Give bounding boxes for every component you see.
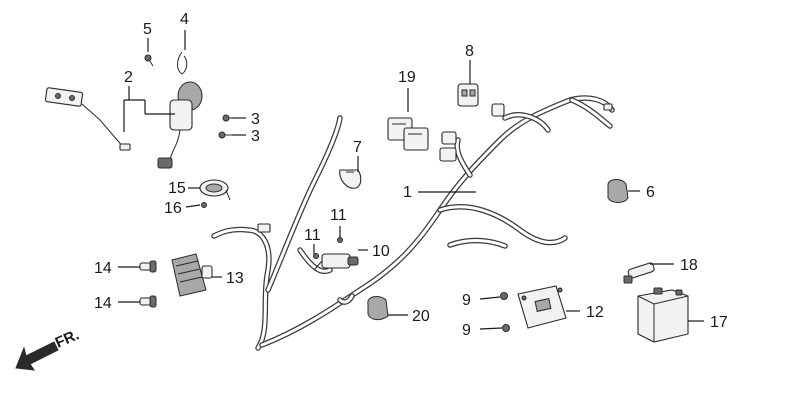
ignition-switch: [44, 81, 203, 169]
callout-14: 14: [94, 295, 112, 312]
callout-5: 5: [143, 21, 152, 38]
front-direction-indicator: FR.: [15, 326, 82, 371]
starter-relay: [339, 169, 362, 189]
callout-3: 3: [251, 111, 260, 128]
callout-7: 7: [353, 139, 362, 156]
ecu-unit: [517, 285, 567, 329]
callouts: 1 2 3 3 4 5 6 7 8 9 9 10 11 11 12 13 14 …: [94, 11, 728, 339]
callout-13: 13: [226, 270, 244, 287]
harness-connector: [441, 131, 457, 145]
front-label: FR.: [53, 326, 82, 351]
callout-9: 9: [462, 322, 471, 339]
callout-1: 1: [403, 184, 412, 201]
clip: [177, 51, 188, 75]
callout-11: 11: [304, 227, 321, 244]
callout-14: 14: [94, 260, 112, 277]
harness-connector: [439, 147, 457, 162]
harness-connector: [603, 103, 613, 111]
callout-8: 8: [465, 43, 474, 60]
horn: [199, 179, 231, 201]
harness-connector: [491, 103, 505, 117]
callout-11: 11: [330, 207, 347, 224]
wire-harness: [211, 95, 615, 351]
rubber-cap: [607, 179, 629, 203]
callout-2: 2: [124, 69, 133, 86]
callout-4: 4: [180, 11, 189, 28]
ignition-coil: [313, 253, 359, 271]
callout-6: 6: [646, 184, 655, 201]
bolt: [502, 324, 510, 332]
callout-9: 9: [462, 292, 471, 309]
relay-set: [387, 117, 429, 151]
regulator-rectifier: [171, 253, 213, 297]
callout-10: 10: [372, 243, 390, 260]
leader-lines: [118, 30, 704, 330]
callout-15: 15: [168, 180, 186, 197]
arrow-icon: [15, 341, 59, 371]
bolt: [139, 260, 157, 273]
callout-20: 20: [412, 308, 430, 325]
callout-16: 16: [164, 200, 182, 217]
callout-3: 3: [251, 128, 260, 145]
bolt: [500, 292, 508, 300]
callout-19: 19: [398, 69, 416, 86]
harness-connector: [257, 223, 271, 233]
callout-12: 12: [586, 304, 604, 321]
callout-18: 18: [680, 257, 698, 274]
bolt: [337, 237, 343, 243]
fuse-box: [457, 83, 479, 107]
screw: [222, 114, 236, 122]
fuse: [623, 262, 655, 284]
callout-17: 17: [710, 314, 728, 331]
screw: [144, 54, 154, 67]
bolt: [201, 202, 207, 208]
battery: [637, 287, 689, 343]
screw: [218, 131, 232, 139]
bolt: [313, 253, 319, 259]
rubber-boot: [367, 296, 389, 321]
bolt: [139, 295, 157, 308]
